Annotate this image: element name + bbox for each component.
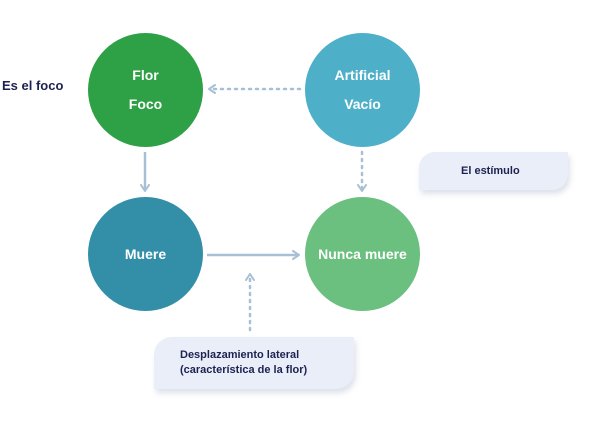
node-flor: Flor Foco xyxy=(88,33,203,147)
callout-estimulo: El estímulo xyxy=(419,152,568,190)
node-muere-label: Muere xyxy=(124,245,167,262)
callout-lateral: Desplazamiento lateral (característica d… xyxy=(154,337,354,389)
node-muere: Muere xyxy=(88,197,203,311)
callout-lateral-line1: Desplazamiento lateral xyxy=(180,349,300,361)
callout-lateral-line2: (característica de la flor) xyxy=(180,364,308,376)
callout-estimulo-text: El estímulo xyxy=(461,165,520,177)
node-flor-label: Flor xyxy=(132,67,159,83)
node-flor-sublabel: Foco xyxy=(128,96,163,112)
side-label: Es el foco xyxy=(2,78,64,93)
node-artificial-label: Artificial xyxy=(334,67,391,83)
node-nunca-muere: Nunca muere xyxy=(305,197,420,311)
node-nunca-muere-label: Nunca muere xyxy=(318,245,407,262)
node-artificial-sublabel: Vacío xyxy=(344,96,381,112)
node-artificial: Artificial Vacío xyxy=(305,33,420,147)
